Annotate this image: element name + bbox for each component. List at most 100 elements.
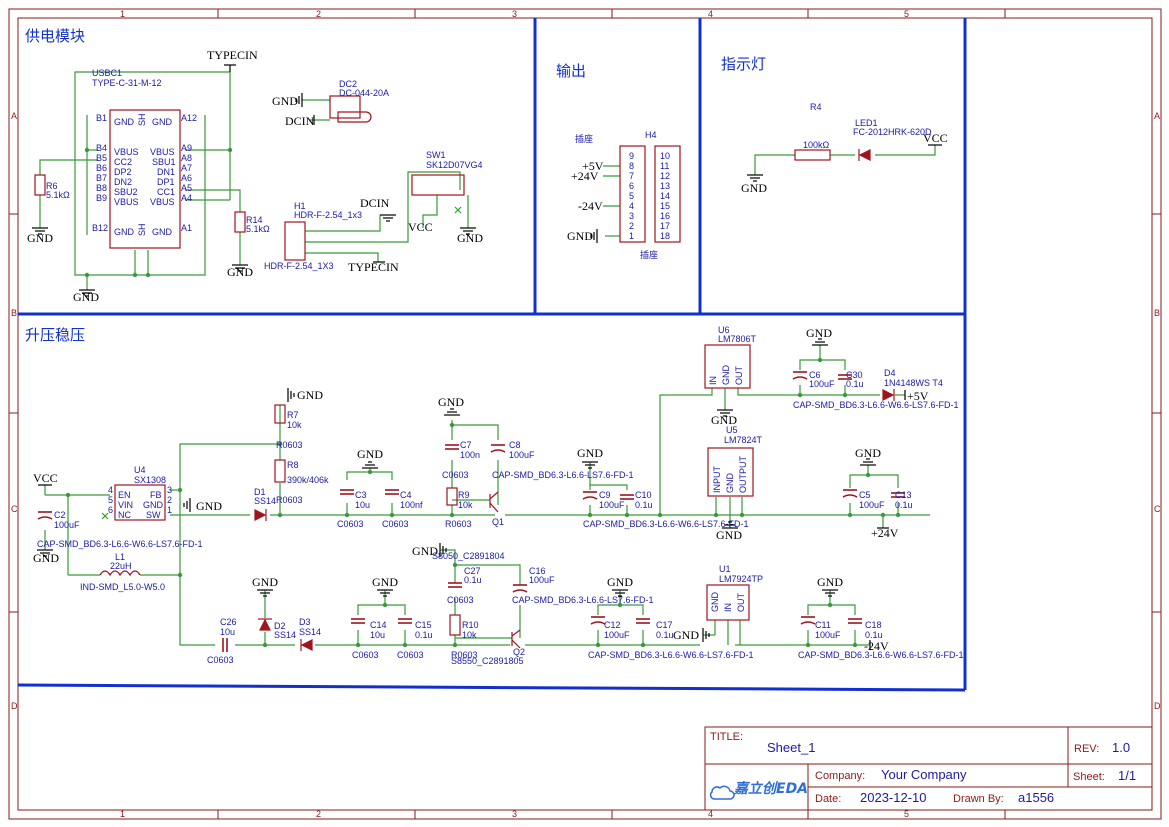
net-dcin: DCIN [285,114,315,128]
r8-footprint: R0603 [276,495,303,505]
pin-number: 5 [629,191,634,201]
col-label: 3 [512,809,517,819]
pin-number: 10 [660,151,670,161]
u4-body [114,484,166,521]
pin-number: B5 [96,153,107,163]
u5-value: LM7824T [724,435,763,445]
pin-number: 11 [660,161,669,171]
c2-footprint: CAP-SMD_BD6.3-L6.6-W6.6-LS7.6-FD-1 [37,539,203,549]
net-labels: TYPECIN GND DCIN GND GND GND DCIN VCC GN… [27,48,948,653]
pin-number: A4 [181,193,192,203]
c27-footprint: C0603 [447,595,474,605]
rev-label: REV: [1074,743,1099,755]
usbc1-ref: USBC1 [92,68,122,78]
row-label: A [11,111,17,121]
h4-pins: 9 8 7 6 5 4 3 2 1 10 11 12 13 14 15 16 1… [629,151,670,241]
pin-label: GND [114,227,135,237]
row-label: B [1154,308,1160,318]
r14-body [234,211,246,233]
c16-value: 100uF [529,575,555,585]
net-gnd: GND [806,326,832,340]
net-m24v: -24V [578,199,603,213]
section-title-indicator: 指示灯 [721,55,766,73]
c9-footprint: CAP-SMD_BD6.3-L6.6-W6.6-LS7.6-FD-1 [583,519,749,529]
r7-ref: R7 [287,410,299,420]
col-label: 4 [708,809,713,819]
col-label: 1 [120,9,125,19]
sw1-ref: SW1 [426,150,446,160]
c14-value: 10u [370,630,385,640]
c7-footprint: C0603 [442,470,469,480]
c30-ref: C30 [846,370,863,380]
pin-number: B9 [96,193,107,203]
net-dcin: DCIN [360,196,390,210]
c3-value: 10u [355,500,370,510]
diodes [254,149,895,651]
net-m24v: -24V [864,639,889,653]
led1-ref: LED1 [855,118,878,128]
c2-ref: C2 [54,510,66,520]
dc2-body [329,95,361,119]
component-bodies [34,95,831,636]
d1-value: SS14 [254,496,276,506]
capacitors [37,371,905,652]
pin-label: CC2 [114,157,132,167]
pin-number: 4 [629,201,634,211]
d2-value: SS14 [274,630,296,640]
col-label: 5 [904,9,909,19]
col-label: 5 [904,809,909,819]
net-gnd: GND [27,231,53,245]
pin-number: B6 [96,163,107,173]
net-gnd: GND [196,499,222,513]
row-label: C [1154,504,1161,514]
pin-number: A6 [181,173,192,183]
c5-value: 100uF [859,500,885,510]
dc2-value: DC-044-20A [339,88,389,98]
net-gnd: GND [33,551,59,565]
pin-number: A9 [181,143,192,153]
c6-ref: C6 [809,370,821,380]
row-label: B [11,308,17,318]
c15-ref: C15 [415,620,432,630]
c12-ref: C12 [604,620,621,630]
pin-number: 12 [660,171,670,181]
c10-value: 0.1u [635,500,653,510]
l1-body [99,570,141,577]
r14-ref: R14 [246,215,263,225]
pin-label: OUTPUT [738,456,748,494]
pin-label: SBU1 [152,157,176,167]
c3-ref: C3 [355,490,367,500]
pin-label: CC1 [157,187,175,197]
net-gnd: GND [372,575,398,589]
sheet-frame [8,8,1162,820]
net-gnd: GND [297,388,323,402]
u4-value: SX1308 [134,475,166,485]
r10-ref: R10 [462,620,479,630]
r9-body [446,487,458,506]
h1-body [284,221,306,261]
pin-label: EN [118,490,131,500]
pin-label: GND [710,592,720,613]
pin-label: SW [146,510,161,520]
pin-label: DN1 [157,167,175,177]
pin-number: A1 [181,223,192,233]
net-vcc: VCC [33,471,58,485]
net-gnd: GND [357,447,383,461]
d2-ref: D2 [274,621,286,631]
h1-ref: H1 [294,201,306,211]
junctions [65,147,901,648]
r10-value: 10k [462,630,477,640]
h1-value: HDR-F-2.54_1x3 [294,210,362,220]
h4-left-body [619,145,646,243]
q2-top-label: S8050_C2891804 [432,551,505,561]
u1-value: LM7924TP [719,574,763,584]
pin-label: DP1 [157,177,175,187]
row-label: A [1154,111,1160,121]
l1-footprint: IND-SMD_L5.0-W5.0 [80,582,165,592]
sw1-body [411,174,465,196]
pin-number: B8 [96,183,107,193]
u6-value: LM7806T [718,334,757,344]
pin-number: 6 [629,181,634,191]
d3-ref: D3 [299,617,311,627]
